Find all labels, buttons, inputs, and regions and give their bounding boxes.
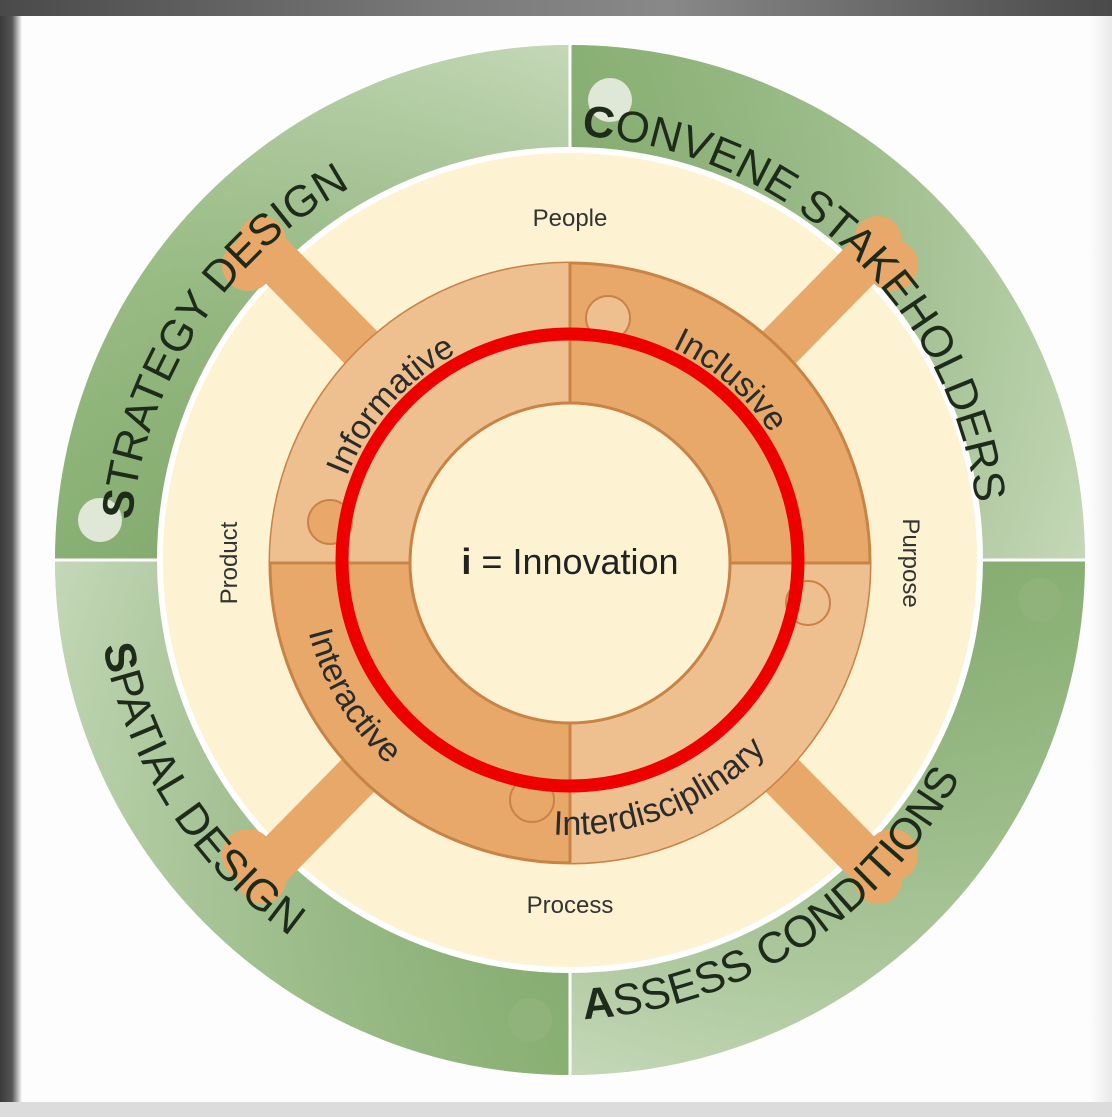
puzzle-tab-bottom <box>508 998 552 1042</box>
top-edge <box>0 0 1112 16</box>
puzzle-tab-top <box>588 78 632 122</box>
people-label: People <box>533 205 608 232</box>
center-circle <box>408 401 732 725</box>
bottom-edge <box>0 1102 1112 1117</box>
puzzle-tab-right <box>1018 578 1062 622</box>
innovation-label: i = Innovation <box>461 541 678 582</box>
product-label: Product <box>216 521 243 604</box>
purpose-label: Purpose <box>897 518 924 607</box>
process-label: Process <box>527 892 614 919</box>
puzzle-tab-left <box>78 498 122 542</box>
highlight-circle <box>335 327 805 793</box>
